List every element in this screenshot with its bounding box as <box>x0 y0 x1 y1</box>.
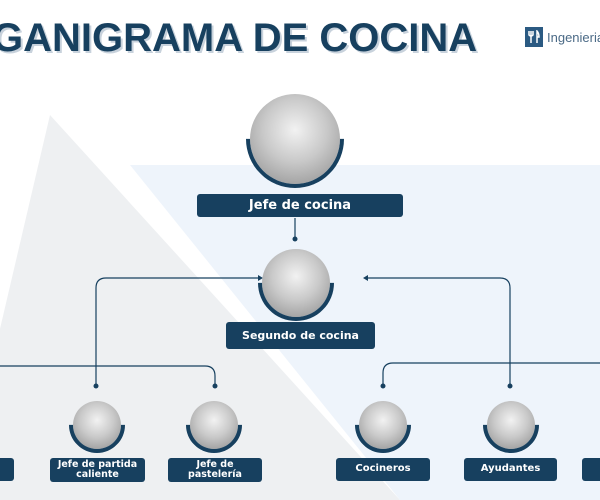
brand-logo: Ingenieria <box>525 27 600 47</box>
node-jefe-pasteleria: Jefe de pastelería <box>168 458 262 482</box>
node-offscreen-left <box>0 458 14 481</box>
node-offscreen-right <box>582 458 600 481</box>
node-jefe-de-cocina: Jefe de cocina <box>197 194 403 217</box>
avatar-hot-station <box>73 401 121 449</box>
logo-text: Ingenieria <box>547 29 600 45</box>
fork-knife-icon <box>525 27 543 47</box>
node-segundo-de-cocina: Segundo de cocina <box>226 322 375 349</box>
avatar-helpers <box>487 401 535 449</box>
avatar-second-chef <box>262 249 330 317</box>
avatar-cooks <box>359 401 407 449</box>
page-title: GANIGRAMA DE COCINA <box>0 16 478 60</box>
avatar-pastry <box>190 401 238 449</box>
node-ayudantes: Ayudantes <box>464 458 557 481</box>
node-jefe-partida-caliente: Jefe de partida caliente <box>50 458 145 482</box>
node-cocineros: Cocineros <box>336 458 430 481</box>
avatar-head-chef <box>250 94 340 184</box>
